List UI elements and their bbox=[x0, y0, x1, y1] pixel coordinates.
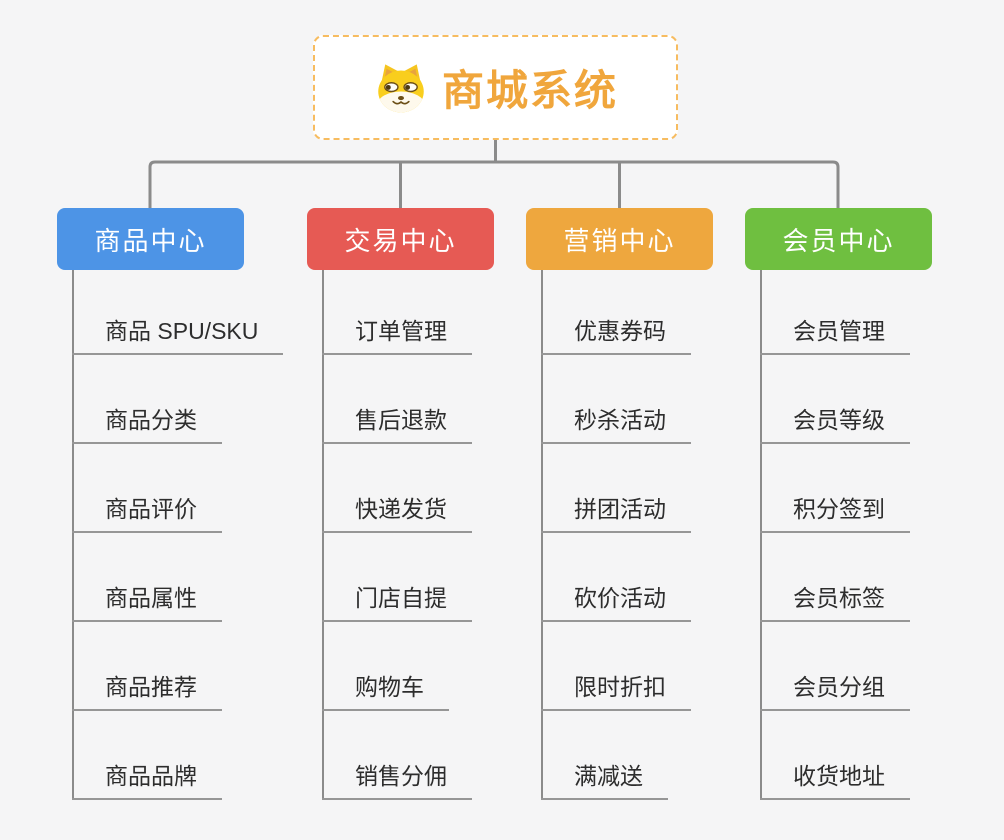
branch-item-list-trade: 订单管理 售后退款 快递发货 门店自提 购物车 销售分佣 bbox=[322, 270, 472, 800]
root-node[interactable]: 商城系统 bbox=[313, 35, 678, 140]
branch-item[interactable]: 商品属性 bbox=[72, 584, 222, 622]
branch-item[interactable]: 商品 SPU/SKU bbox=[72, 317, 284, 355]
branch-item[interactable]: 售后退款 bbox=[322, 406, 472, 444]
branch-item[interactable]: 门店自提 bbox=[322, 584, 472, 622]
branch-item[interactable]: 满减送 bbox=[541, 762, 668, 800]
branch-item[interactable]: 会员管理 bbox=[760, 317, 910, 355]
branch-header-product-center[interactable]: 商品中心 bbox=[57, 208, 244, 270]
branch-item[interactable]: 收货地址 bbox=[760, 762, 910, 800]
branch-header-marketing-center[interactable]: 营销中心 bbox=[526, 208, 713, 270]
branch-item-list-member: 会员管理 会员等级 积分签到 会员标签 会员分组 收货地址 bbox=[760, 270, 910, 800]
branch-item-list-marketing: 优惠券码 秒杀活动 拼团活动 砍价活动 限时折扣 满减送 bbox=[541, 270, 691, 800]
branch-item[interactable]: 优惠券码 bbox=[541, 317, 691, 355]
branch-item[interactable]: 会员等级 bbox=[760, 406, 910, 444]
branch-item[interactable]: 限时折扣 bbox=[541, 673, 691, 711]
dog-face-icon bbox=[373, 60, 429, 116]
branch-item[interactable]: 销售分佣 bbox=[322, 762, 472, 800]
branch-item[interactable]: 砍价活动 bbox=[541, 584, 691, 622]
branch-item[interactable]: 商品推荐 bbox=[72, 673, 222, 711]
branch-item[interactable]: 积分签到 bbox=[760, 495, 910, 533]
branch-item[interactable]: 商品分类 bbox=[72, 406, 222, 444]
branch-item[interactable]: 拼团活动 bbox=[541, 495, 691, 533]
branch-item[interactable]: 商品评价 bbox=[72, 495, 222, 533]
branch-item[interactable]: 会员分组 bbox=[760, 673, 910, 711]
root-title: 商城系统 bbox=[441, 67, 618, 114]
branch-item[interactable]: 秒杀活动 bbox=[541, 406, 691, 444]
branch-item[interactable]: 会员标签 bbox=[760, 584, 910, 622]
branch-item[interactable]: 订单管理 bbox=[322, 317, 472, 355]
branch-item-list-product: 商品 SPU/SKU 商品分类 商品评价 商品属性 商品推荐 商品品牌 bbox=[72, 270, 284, 800]
branch-header-member-center[interactable]: 会员中心 bbox=[745, 208, 932, 270]
branch-item[interactable]: 快递发货 bbox=[322, 495, 472, 533]
branch-item[interactable]: 商品品牌 bbox=[72, 762, 222, 800]
branch-header-trade-center[interactable]: 交易中心 bbox=[307, 208, 494, 270]
branch-item[interactable]: 购物车 bbox=[322, 673, 449, 711]
